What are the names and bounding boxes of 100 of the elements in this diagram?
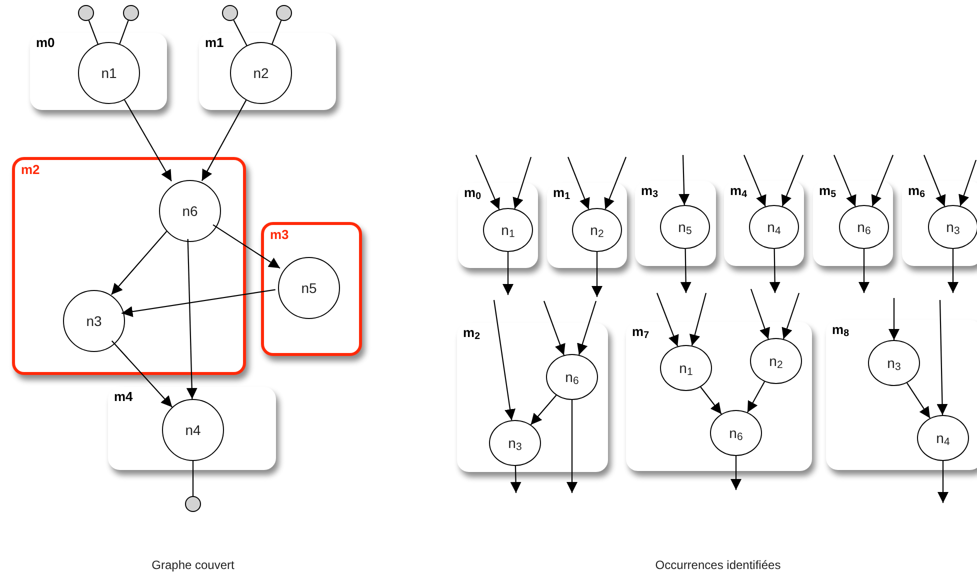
arrow (858, 249, 870, 293)
terminal-circle (276, 5, 292, 21)
module-box (457, 323, 608, 472)
arrow (958, 160, 977, 206)
module-label: m$_{4}$ (730, 183, 747, 200)
arrow (730, 456, 742, 490)
arrow (924, 154, 946, 206)
arrow (656, 292, 679, 346)
connector-line (88, 20, 98, 44)
terminal-circle (78, 5, 94, 21)
module-label: m4 (114, 389, 133, 406)
node-circle: n$_{2}$ (572, 208, 622, 252)
arrow (678, 154, 690, 206)
arrow (781, 154, 804, 206)
module-box (635, 181, 716, 266)
arrow (543, 300, 566, 356)
module-label: m$_{3}$ (641, 183, 658, 200)
arrow (186, 238, 198, 400)
node-circle: n$_{5}$ (660, 205, 710, 249)
module-box (547, 183, 627, 268)
node-circle: n$_{6}$ (839, 205, 889, 249)
arrow (938, 461, 948, 503)
arrow (680, 249, 692, 293)
module-label: m$_{8}$ (832, 322, 849, 338)
arrow (746, 381, 766, 413)
module-label: m$_{5}$ (819, 183, 836, 200)
arrow (782, 292, 800, 340)
node-circle: n$_{4}$ (917, 415, 969, 461)
arrow (948, 249, 958, 293)
module-label: m$_{0}$ (464, 185, 481, 202)
arrow (502, 252, 514, 295)
node-circle: n$_{6}$ (546, 354, 598, 400)
arrow (201, 100, 247, 182)
module-box (626, 322, 812, 471)
node-circle: n1 (78, 42, 140, 104)
arrow (592, 252, 602, 297)
module-label: m$_{1}$ (553, 185, 570, 202)
arrow (512, 156, 532, 209)
connector-line (272, 20, 282, 44)
connector-line (192, 461, 194, 496)
arrow (476, 154, 500, 210)
module-label: m$_{2}$ (463, 325, 480, 342)
node-circle: n$_{1}$ (483, 208, 533, 252)
module-box (30, 33, 167, 110)
arrow (510, 466, 522, 494)
arrow (744, 154, 766, 207)
module-box (199, 33, 336, 110)
arrow (604, 156, 627, 210)
module-label: m1 (205, 35, 224, 52)
module-box (458, 183, 538, 268)
module-box (724, 181, 804, 266)
module-box (108, 387, 276, 470)
node-circle: n$_{3}$ (868, 340, 920, 386)
node-circle: n$_{6}$ (710, 410, 762, 456)
module-label: m0 (36, 35, 55, 52)
module-box (12, 157, 246, 375)
caption-text: Graphe couvert (152, 557, 234, 574)
node-circle: n$_{1}$ (660, 345, 712, 391)
terminal-circle (222, 5, 238, 21)
node-circle: n3 (63, 290, 125, 352)
arrow (936, 300, 948, 416)
arrow (871, 154, 894, 206)
arrow (212, 224, 280, 269)
node-circle: n$_{3}$ (928, 205, 977, 249)
arrow (690, 292, 707, 346)
node-circle: n6 (159, 180, 221, 242)
node-circle: n$_{2}$ (750, 338, 802, 384)
arrow (111, 340, 173, 408)
connector-line (233, 20, 248, 46)
module-box (902, 181, 977, 266)
caption-text: Occurrences identifiées (655, 557, 781, 574)
arrow (567, 156, 590, 210)
arrow (124, 100, 172, 182)
node-circle: n2 (230, 42, 292, 104)
terminal-circle (123, 5, 139, 21)
arrow (493, 300, 516, 420)
node-circle: n4 (162, 399, 224, 461)
module-label: m2 (21, 162, 40, 178)
arrow (110, 231, 168, 295)
arrow (750, 288, 770, 340)
node-circle: n$_{4}$ (749, 205, 799, 249)
module-label: m3 (270, 227, 289, 244)
module-box (261, 222, 362, 356)
module-box (826, 320, 977, 470)
node-circle: n5 (278, 257, 340, 319)
terminal-circle (185, 496, 201, 512)
arrow (769, 249, 780, 293)
arrow (530, 394, 557, 426)
arrow (834, 154, 856, 207)
arrow (700, 386, 722, 414)
module-label: m$_{6}$ (908, 183, 925, 200)
connector-line (119, 20, 129, 44)
module-label: m$_{7}$ (632, 324, 649, 340)
node-circle: n$_{3}$ (489, 420, 541, 466)
arrow (888, 298, 900, 340)
arrow (566, 400, 578, 493)
module-box (813, 181, 893, 266)
arrow (906, 382, 930, 418)
arrow (577, 300, 597, 356)
arrow (122, 289, 276, 318)
